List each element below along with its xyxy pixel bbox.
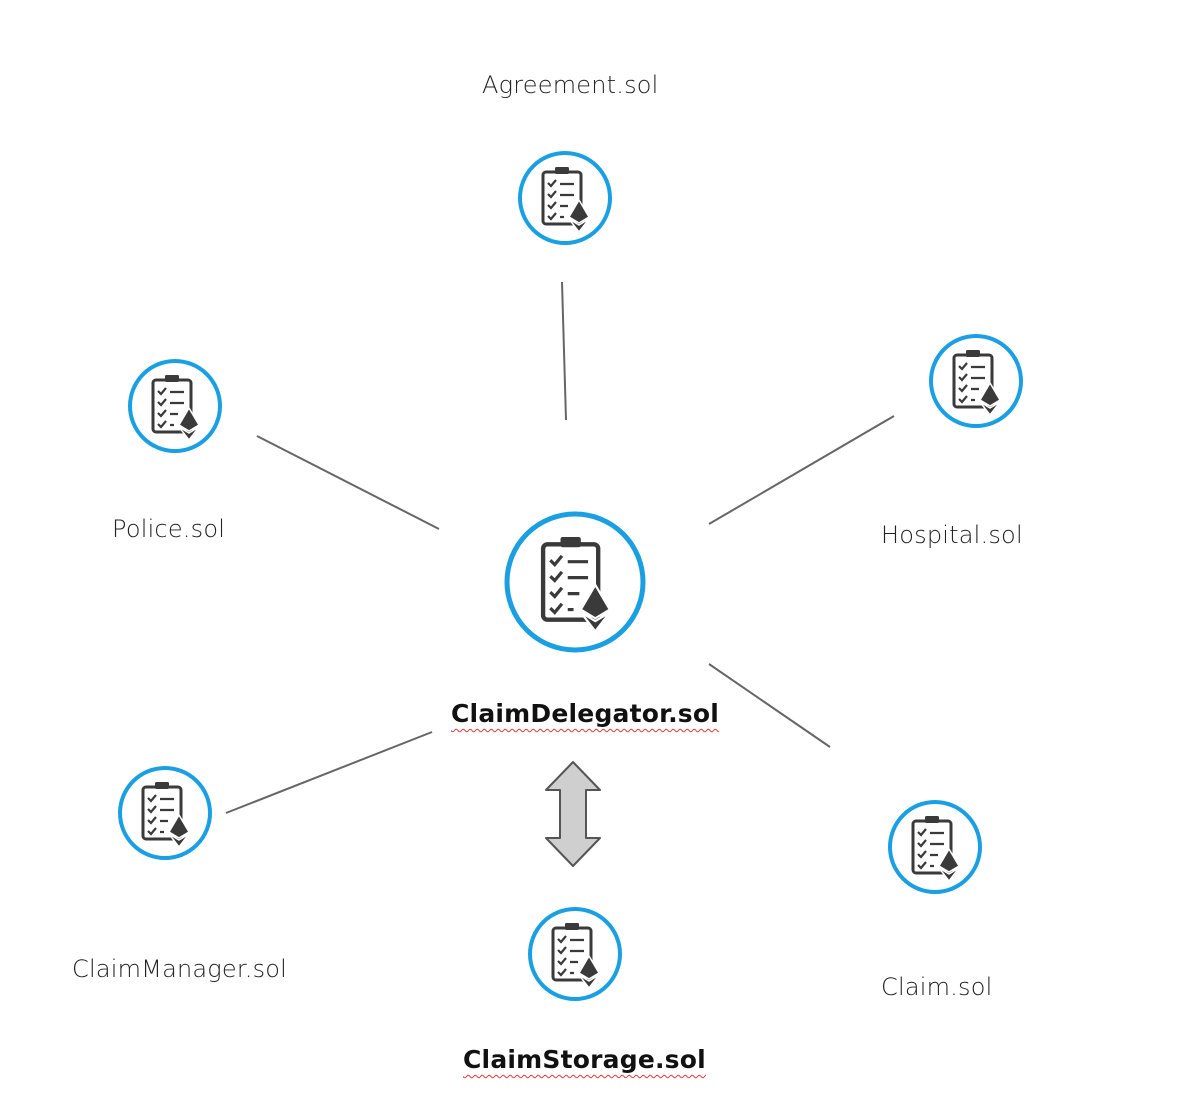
- edge-agreement-delegator: [561, 281, 567, 421]
- node-agreement-icon: [518, 151, 612, 245]
- edge-hospital-delegator: [708, 415, 895, 525]
- double-arrow-icon: [545, 761, 601, 867]
- node-claim-icon: [888, 800, 982, 894]
- edge-claim-delegator: [708, 663, 831, 748]
- label-hospital: Hospital.sol: [881, 521, 1023, 549]
- edge-police-delegator: [256, 435, 440, 530]
- label-manager: ClaimManager.sol: [72, 955, 288, 983]
- label-storage: ClaimStorage.sol: [463, 1045, 706, 1074]
- node-manager-icon: [118, 766, 212, 860]
- node-police-icon: [128, 359, 222, 453]
- label-agreement: Agreement.sol: [482, 71, 659, 99]
- label-claim: Claim.sol: [881, 973, 993, 1001]
- node-delegator-icon: [504, 511, 646, 653]
- edge-manager-delegator: [225, 731, 433, 814]
- label-police: Police.sol: [112, 515, 226, 543]
- label-delegator: ClaimDelegator.sol: [451, 699, 720, 728]
- node-storage-icon: [528, 907, 622, 1001]
- node-hospital-icon: [929, 334, 1023, 428]
